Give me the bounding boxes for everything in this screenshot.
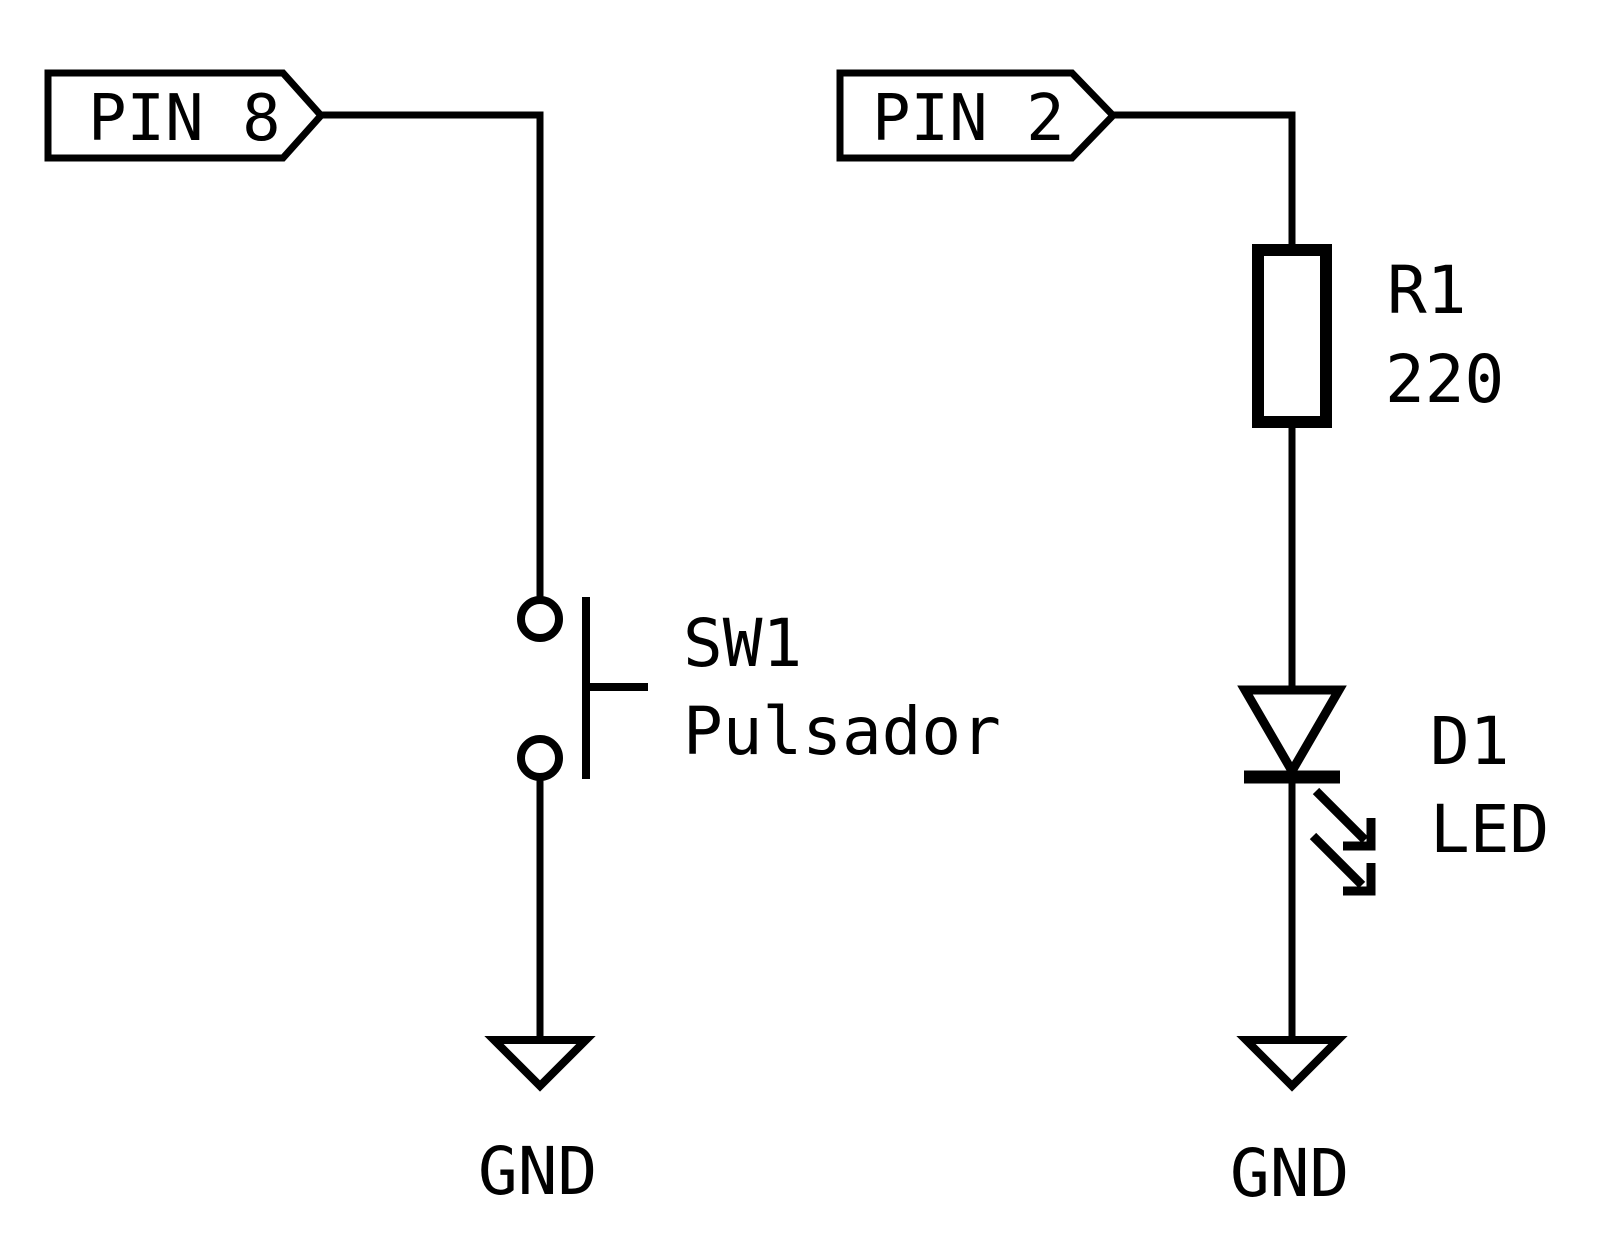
led-symbol [1237,685,1376,896]
resistor-symbol [1252,244,1332,428]
led-light-arrows-icon [1309,787,1376,896]
ground-symbol-right [1236,1036,1348,1092]
ground-label-right: GND [1230,1135,1349,1212]
led-arrow2-shaft [1309,832,1366,889]
resistor-ref-label: R1 [1387,252,1466,329]
net-flag-pin8 [44,69,326,162]
switch-contact-top-icon [517,596,563,642]
led-value-label: LED [1430,791,1549,868]
ground-triangle-icon [484,1036,596,1092]
led-arrow1-head [1343,818,1376,851]
resistor-body-icon [1252,244,1332,428]
diode-triangle-icon [1237,685,1347,780]
net-label-pin2: PIN 2 [872,82,1065,156]
net-flag-pin2 [836,69,1118,162]
ground-triangle-icon [1236,1036,1348,1092]
ground-label-left: GND [478,1133,597,1210]
net-label-pin8: PIN 8 [88,82,281,156]
led-arrow2-head [1343,863,1376,896]
switch-ref-label: SW1 [683,605,802,682]
led-arrow1-shaft [1312,787,1369,844]
pushbutton-symbol [517,596,648,781]
resistor-value-label: 220 [1385,341,1504,418]
switch-value-label: Pulsador [683,693,1001,770]
ground-symbol-left [484,1036,596,1092]
pin8-branch: PIN 8 SW1 Pulsador GND [44,69,1001,1210]
pin2-branch: PIN 2 R1 220 D1 LED [836,69,1549,1212]
led-ref-label: D1 [1430,703,1509,780]
wire-pin2-to-resistor [1110,111,1296,246]
wire-pin8-to-switch [318,111,544,601]
switch-contact-bottom-icon [517,735,563,781]
